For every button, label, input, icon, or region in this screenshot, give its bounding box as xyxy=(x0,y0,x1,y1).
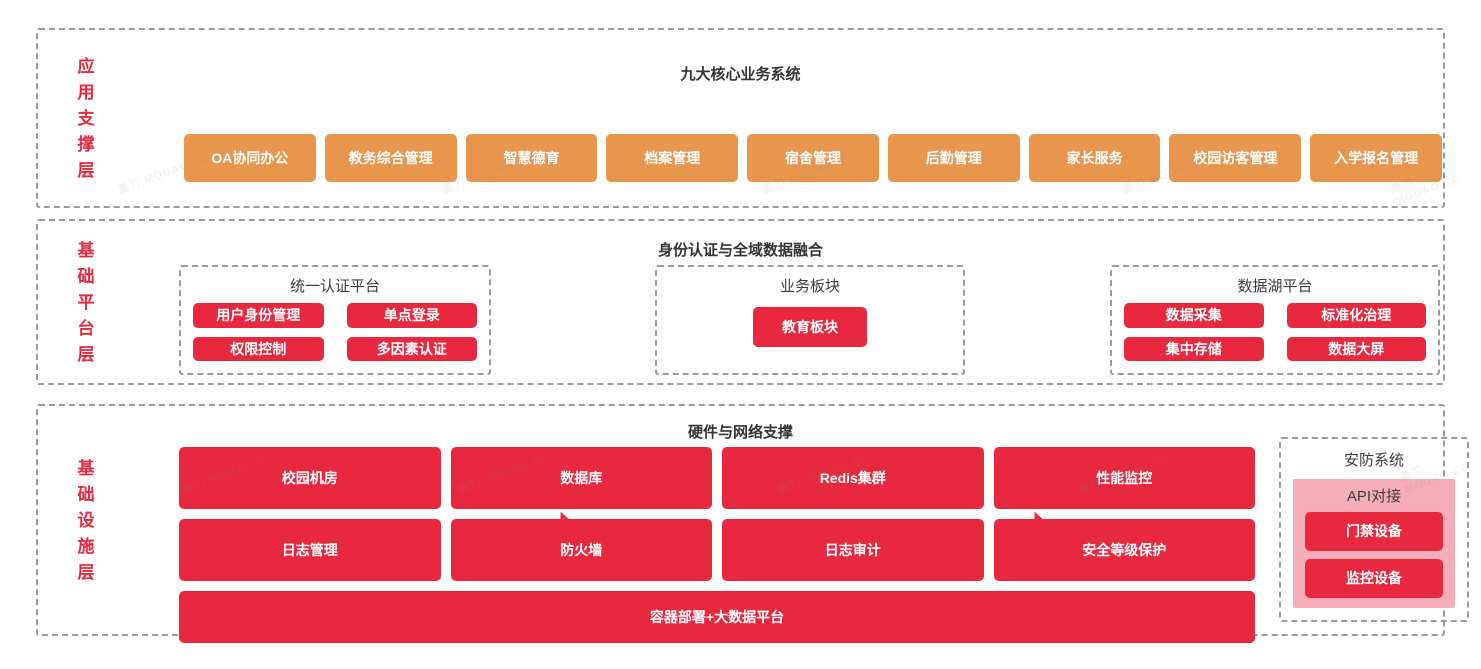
infra-chip-container-bigdata[interactable]: 容器部署+大数据平台 xyxy=(179,591,1255,643)
lake-chip-central-storage[interactable]: 集中存储 xyxy=(1124,336,1264,361)
system-chip-archive[interactable]: 档案管理 xyxy=(606,134,739,182)
system-chip-dormitory[interactable]: 宿舍管理 xyxy=(747,134,879,182)
infra-chip-firewall[interactable]: 防火墙 xyxy=(450,519,712,581)
layer-label-char: 础 xyxy=(77,484,95,504)
auth-chip-permission[interactable]: 权限控制 xyxy=(193,336,324,361)
layer-label-char: 基 xyxy=(77,240,95,260)
business-chip-education[interactable]: 教育板块 xyxy=(753,307,867,347)
layer-application-support: 应 用 支 撑 层 九大核心业务系统 OA协同办公 教务综合管理 智慧德育 档案… xyxy=(36,28,1445,208)
system-chip-enrollment[interactable]: 入学报名管理 xyxy=(1310,134,1443,182)
application-systems-row: OA协同办公 教务综合管理 智慧德育 档案管理 宿舍管理 后勤管理 家长服务 校… xyxy=(184,134,1443,182)
security-chip-surveillance[interactable]: 监控设备 xyxy=(1305,559,1443,598)
layer-label-char: 层 xyxy=(77,562,95,582)
auth-chip-user-identity[interactable]: 用户身份管理 xyxy=(193,303,324,328)
system-chip-oa[interactable]: OA协同办公 xyxy=(184,134,316,182)
layer-label-char: 础 xyxy=(77,266,95,286)
business-block-items: 教育板块 xyxy=(753,307,867,347)
layer-label-char: 用 xyxy=(77,82,95,102)
group-business-block: 业务板块 教育板块 xyxy=(655,265,965,375)
lake-chip-data-collection[interactable]: 数据采集 xyxy=(1124,303,1264,328)
infrastructure-items-grid: 校园机房 数据库 Redis集群 性能监控 日志管理 防火墙 日志审计 安全等级… xyxy=(179,447,1255,581)
layer-title-platform: 身份认证与全域数据融合 xyxy=(657,242,823,259)
security-chip-access-control[interactable]: 门禁设备 xyxy=(1305,512,1443,551)
layer-label-char: 设 xyxy=(77,510,95,530)
infra-chip-redis-cluster[interactable]: Redis集群 xyxy=(722,447,984,509)
layer-label-platform: 基 础 平 台 层 xyxy=(66,221,106,383)
system-chip-visitor[interactable]: 校园访客管理 xyxy=(1169,134,1302,182)
layer-label-char: 撑 xyxy=(77,134,95,154)
layer-label-char: 层 xyxy=(77,344,95,364)
auth-chip-mfa[interactable]: 多因素认证 xyxy=(346,336,477,361)
data-lake-items: 数据采集 标准化治理 集中存储 数据大屏 xyxy=(1124,303,1426,361)
system-chip-logistics[interactable]: 后勤管理 xyxy=(887,134,1020,182)
layer-base-platform: 基 础 平 台 层 身份认证与全域数据融合 统一认证平台 用户身份管理 单点登录… xyxy=(36,219,1445,557)
unified-auth-items: 用户身份管理 单点登录 权限控制 多因素认证 xyxy=(193,303,477,361)
layer-label-char: 支 xyxy=(77,108,95,128)
layer-label-char: 应 xyxy=(77,56,95,76)
lake-chip-standardization[interactable]: 标准化治理 xyxy=(1286,303,1426,328)
layer-title-application: 九大核心业务系统 xyxy=(680,66,801,83)
infra-chip-log-audit[interactable]: 日志审计 xyxy=(722,519,984,581)
group-unified-auth-platform: 统一认证平台 用户身份管理 单点登录 权限控制 多因素认证 xyxy=(179,265,491,375)
infra-chip-database[interactable]: 数据库 xyxy=(450,447,712,509)
infra-chip-log-management[interactable]: 日志管理 xyxy=(179,519,441,581)
layer-label-char: 台 xyxy=(77,318,95,338)
system-chip-academic[interactable]: 教务综合管理 xyxy=(324,134,457,182)
group-title-security-system: 安防系统 xyxy=(1343,452,1404,469)
group-title-business-block: 业务板块 xyxy=(779,278,840,295)
infra-chip-performance-monitor[interactable]: 性能监控 xyxy=(993,447,1255,509)
layer-label-char: 层 xyxy=(77,160,95,180)
security-device-list: 门禁设备 监控设备 xyxy=(1305,512,1443,598)
layer-label-infrastructure: 基 础 设 施 层 xyxy=(66,406,106,634)
system-chip-moral-edu[interactable]: 智慧德育 xyxy=(465,134,598,182)
layer-title-infrastructure: 硬件与网络支撑 xyxy=(687,424,793,441)
system-chip-parent[interactable]: 家长服务 xyxy=(1028,134,1161,182)
layer-infrastructure: 基 础 设 施 层 硬件与网络支撑 校园机房 数据库 Redis集群 性能监控 … xyxy=(36,404,1469,643)
layer-label-application: 应 用 支 撑 层 xyxy=(66,30,106,206)
layer-label-char: 平 xyxy=(77,292,95,312)
layer-label-char: 施 xyxy=(77,536,95,556)
layer-label-char: 基 xyxy=(77,458,95,478)
api-integration-title: API对接 xyxy=(1346,488,1402,505)
infra-chip-security-grade[interactable]: 安全等级保护 xyxy=(993,519,1255,581)
group-data-lake-platform: 数据湖平台 数据采集 标准化治理 集中存储 数据大屏 xyxy=(1110,265,1440,375)
auth-chip-sso[interactable]: 单点登录 xyxy=(346,303,477,328)
group-security-system: 安防系统 API对接 门禁设备 监控设备 xyxy=(1279,437,1469,622)
infra-chip-campus-server-room[interactable]: 校园机房 xyxy=(179,447,441,509)
group-title-unified-auth: 统一认证平台 xyxy=(289,278,380,295)
api-integration-panel: API对接 门禁设备 监控设备 xyxy=(1293,479,1455,608)
lake-chip-data-dashboard[interactable]: 数据大屏 xyxy=(1286,336,1426,361)
group-title-data-lake: 数据湖平台 xyxy=(1237,278,1313,295)
